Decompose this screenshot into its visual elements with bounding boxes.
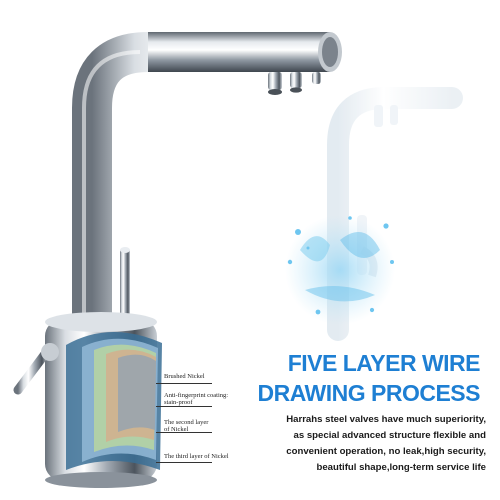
headline-line-2: DRAWING PROCESS bbox=[257, 380, 480, 406]
description-line-4: beautiful shape,long-term service life bbox=[316, 462, 486, 473]
layer-line-3 bbox=[156, 432, 212, 433]
layer-label-third-nickel: The third layer of Nickel bbox=[164, 453, 229, 460]
headline: FIVE LAYER WIRE DRAWING PROCESS bbox=[240, 348, 480, 408]
description-line-3: convenient operation, no leak,high secur… bbox=[286, 446, 486, 457]
layer-label-second-nickel: The second layer of Nickel bbox=[164, 419, 209, 433]
chrome-faucet bbox=[13, 32, 342, 488]
description-line-1: Harrahs steel valves have much superiori… bbox=[286, 414, 486, 425]
description: Harrahs steel valves have much superiori… bbox=[256, 412, 486, 476]
layer-label-brushed-nickel: Brushed Nickel bbox=[164, 373, 205, 380]
layer-label-anti-fingerprint: Anti-fingerprint coating: stain-proof bbox=[164, 392, 229, 406]
headline-line-1: FIVE LAYER WIRE bbox=[287, 350, 481, 376]
description-line-2: as special advanced structure flexible a… bbox=[293, 430, 487, 441]
layer-line-1 bbox=[156, 383, 212, 384]
layer-line-4 bbox=[156, 462, 212, 463]
layer-line-2 bbox=[156, 406, 212, 407]
water-splash bbox=[285, 215, 395, 325]
